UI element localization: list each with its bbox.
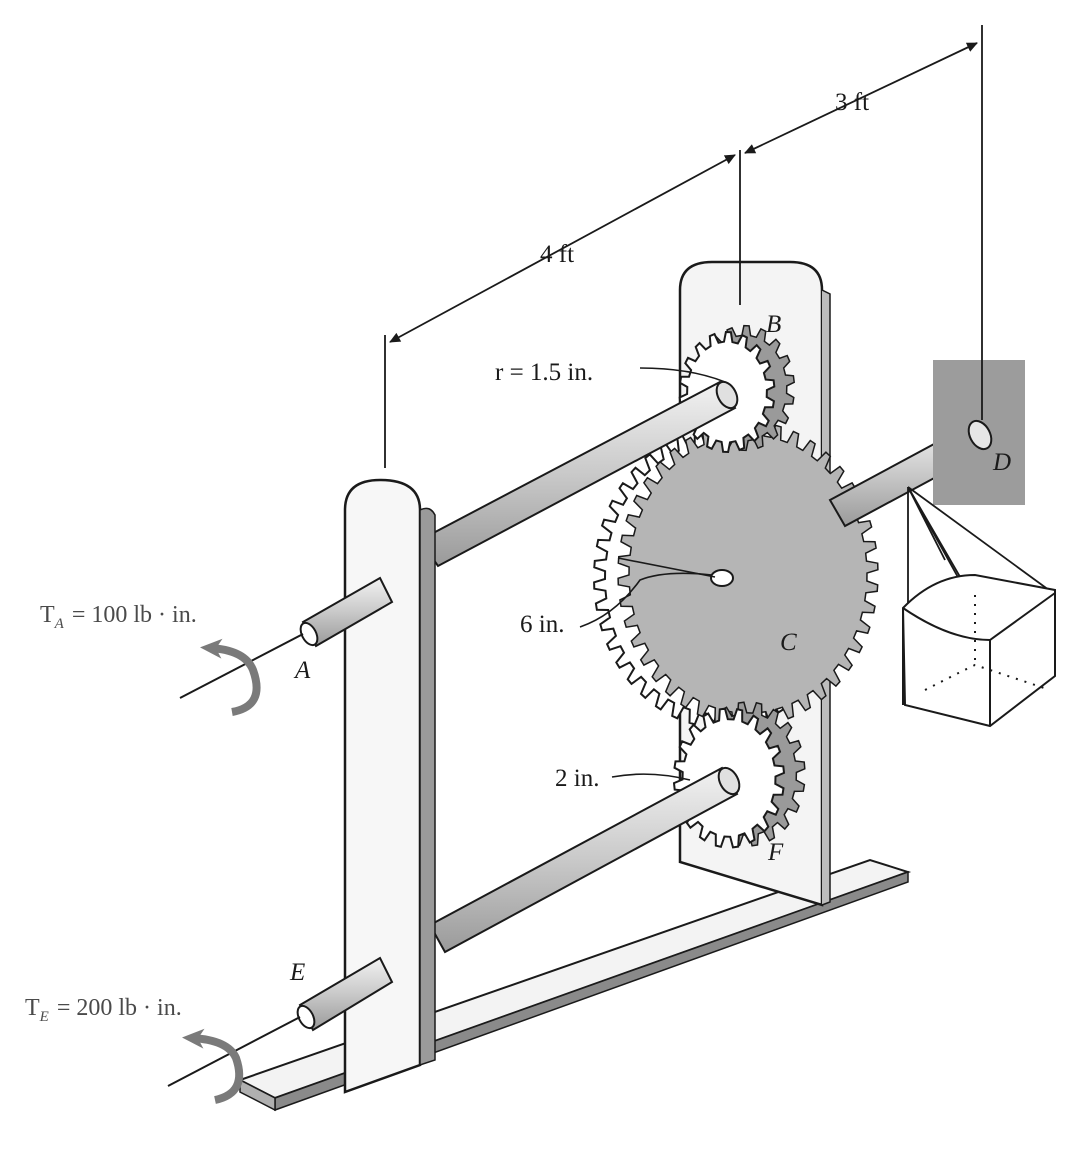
radius-label-b: r = 1.5 in. <box>495 359 593 386</box>
torque-label-e: TE = 200 lb · in. <box>25 995 182 1025</box>
point-label-d: D <box>992 449 1011 476</box>
torque-e-symbol: T <box>25 995 40 1021</box>
radius-label-c: 6 in. <box>520 611 564 638</box>
left-support-plate <box>343 478 436 1094</box>
torque-e-subscript: E <box>39 1009 49 1025</box>
dim-label-3ft: 3 ft <box>835 89 869 116</box>
point-label-b: B <box>766 311 781 338</box>
point-label-a: A <box>293 657 311 684</box>
torque-e-value: = 200 lb · in. <box>57 995 182 1021</box>
dim-label-4ft: 4 ft <box>540 241 574 268</box>
torque-a-symbol: T <box>40 602 55 628</box>
dim-line-3ft <box>744 42 978 154</box>
dim-line-4ft <box>389 154 736 343</box>
torque-a-subscript: A <box>54 616 65 632</box>
gear-f <box>672 701 806 849</box>
hanging-bucket <box>901 486 1056 728</box>
point-label-c: C <box>780 629 797 656</box>
gear-c <box>593 421 879 729</box>
gear-b <box>678 324 796 454</box>
dimension-lines <box>384 25 983 468</box>
point-label-f: F <box>767 839 784 866</box>
torque-arrow-e <box>182 1028 244 1104</box>
shaft-stub-e <box>296 956 394 1032</box>
axis-line-a <box>179 633 304 699</box>
torque-label-a: TA = 100 lb · in. <box>40 602 197 632</box>
torque-a-value: = 100 lb · in. <box>72 602 197 628</box>
torque-arrow-a <box>200 638 261 716</box>
point-label-e: E <box>289 959 305 986</box>
shaft-ef <box>428 766 741 954</box>
radius-label-f: 2 in. <box>555 765 599 792</box>
leader-lines <box>579 367 726 781</box>
shaft-stub-a <box>299 576 394 648</box>
wall-support-d <box>933 360 1025 505</box>
